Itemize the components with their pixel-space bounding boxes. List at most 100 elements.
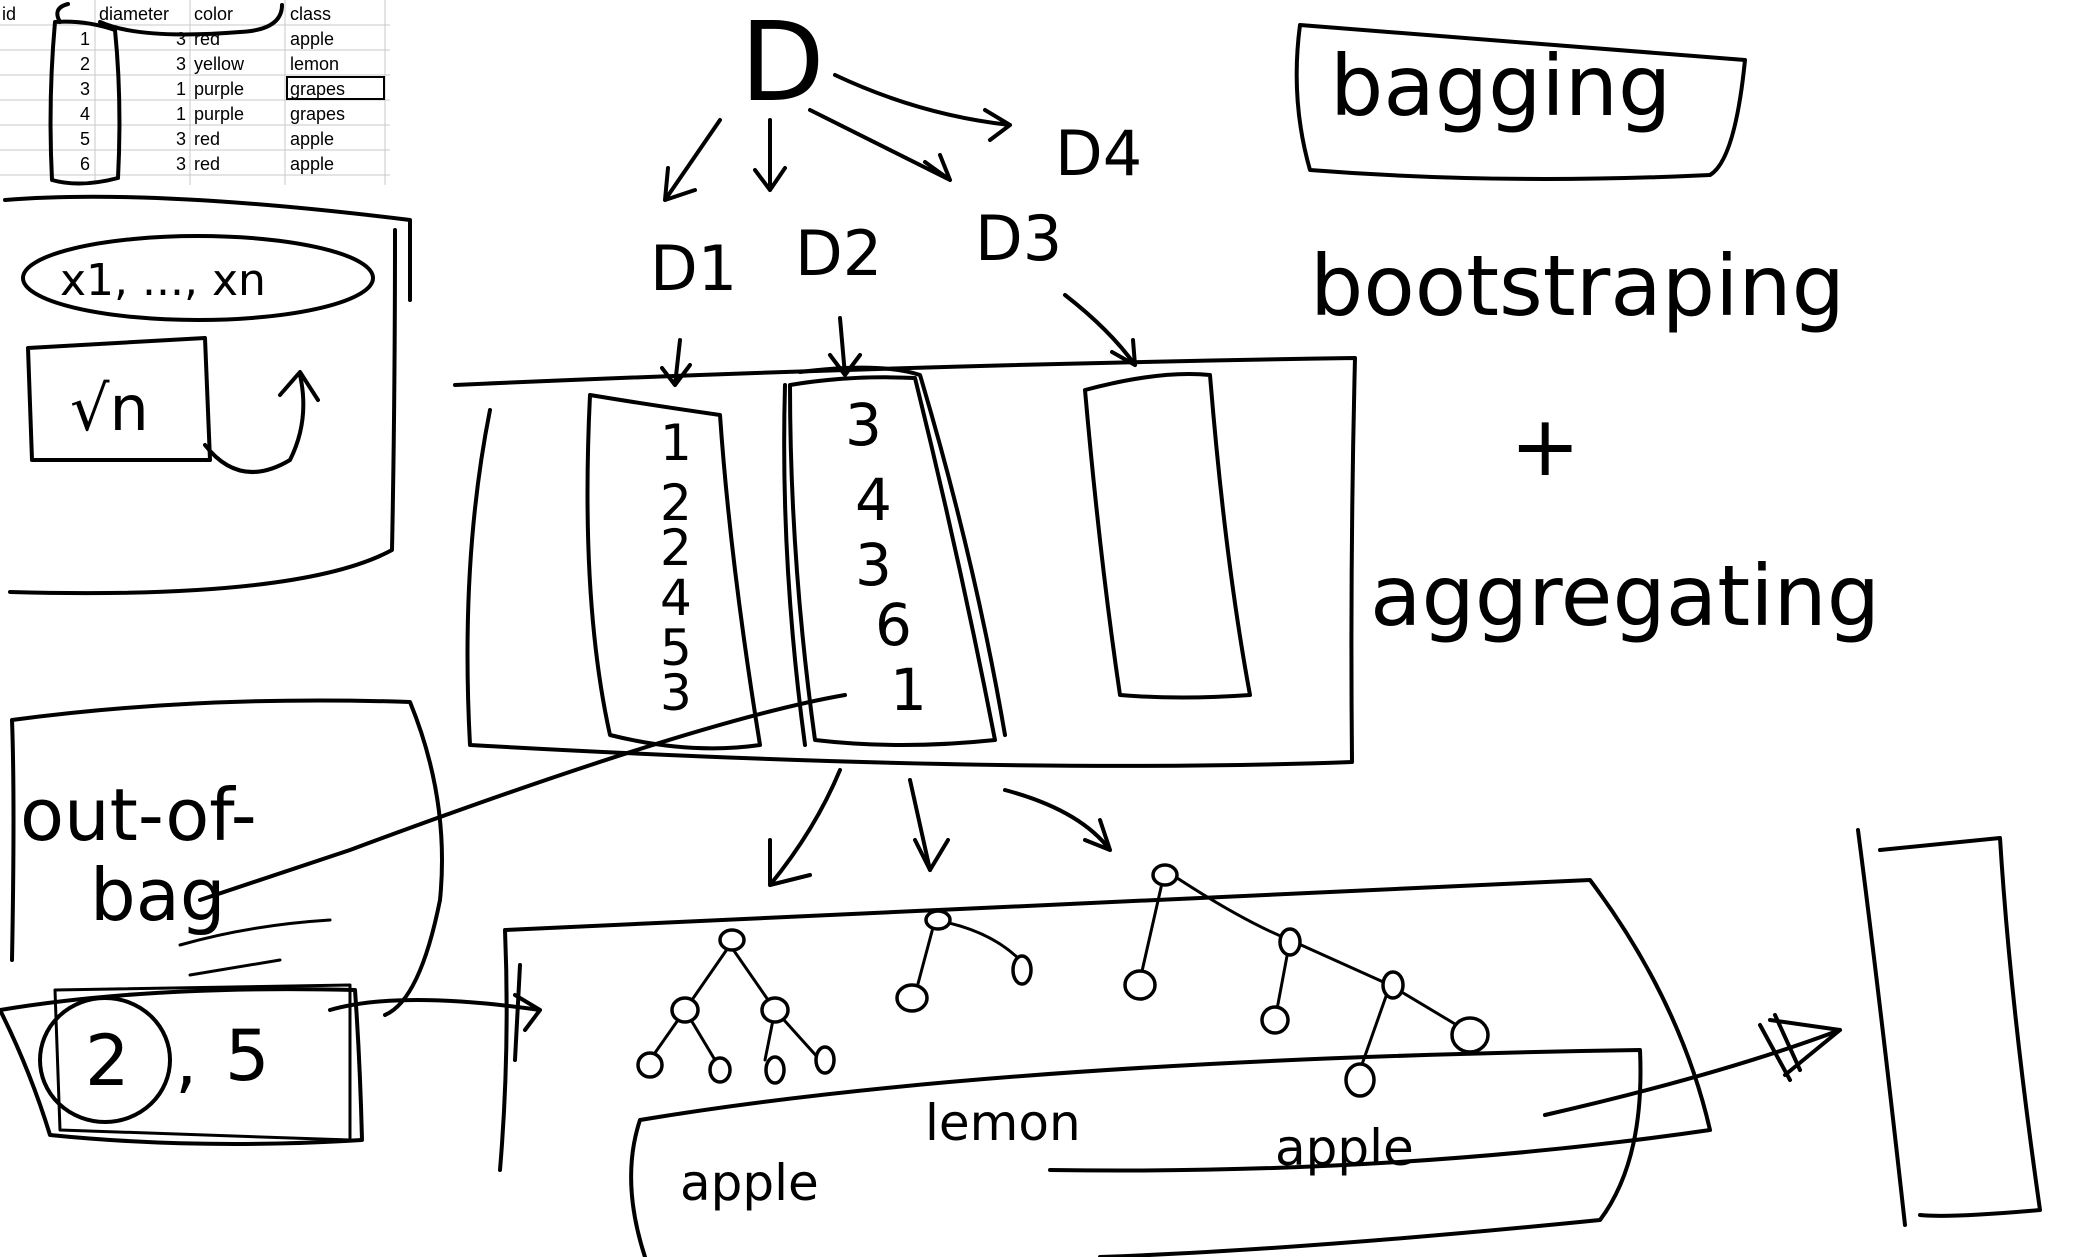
id-column-highlight: [48, 19, 122, 186]
tree-node: [708, 1056, 732, 1084]
cell-diameter: 3: [176, 54, 186, 74]
sample-id: 2: [660, 519, 692, 577]
header-diameter: diameter: [99, 4, 169, 24]
subset-d4-label: D4: [1055, 117, 1142, 190]
cell-class: apple: [290, 29, 334, 49]
prediction-label: apple: [1275, 1119, 1414, 1177]
subset-d3-label: D3: [975, 202, 1062, 275]
cell-color: purple: [194, 104, 244, 124]
bootstraping-label: bootstraping: [1310, 237, 1845, 335]
cell-color: yellow: [194, 54, 245, 74]
forest-container: [498, 878, 1712, 1173]
prediction-label: apple: [680, 1154, 819, 1212]
tree-node: [1381, 970, 1405, 1000]
dataset-tree: D D1 D2 D3 D4: [650, 0, 1142, 387]
sample-id: 5: [660, 619, 692, 677]
arrow-down-middle: [908, 778, 950, 872]
repeat-arrow: [203, 370, 320, 474]
tree-node: [1260, 1005, 1290, 1035]
cell-id: 6: [80, 154, 90, 174]
arrow-to-d1: [663, 118, 722, 202]
arrow-to-d2: [753, 118, 787, 192]
decision-tree: [895, 909, 1033, 1013]
arrow-d3-down: [1063, 293, 1137, 367]
spreadsheet-grid: [0, 0, 390, 185]
arrow-to-d3: [808, 108, 952, 182]
sample-id: 1: [660, 414, 692, 472]
cell-id: 1: [80, 29, 90, 49]
tree-node: [1450, 1016, 1490, 1054]
bootstrap-samples: 1 2 2 4 5 3 3 4 3 6 1: [453, 356, 1357, 887]
sample-d2-ids: 3 4 3 6 1: [845, 391, 927, 724]
bagging-box: [1294, 23, 1747, 181]
tree-node: [718, 928, 746, 952]
prediction-label: lemon: [925, 1094, 1081, 1152]
arrow-to-d4: [833, 73, 1012, 142]
feature-sampling-box: x1, ..., xn √n: [3, 194, 412, 596]
table-row: 4 1 purple grapes: [80, 104, 345, 124]
arrow-down-left: [768, 768, 842, 887]
header-highlight: [55, 2, 284, 37]
cell-diameter: 3: [176, 129, 186, 149]
samples-container: [453, 356, 1357, 768]
dataset-root-label: D: [740, 0, 825, 126]
tree-node: [814, 1045, 836, 1075]
sample-id: 1: [890, 656, 927, 724]
oob-ids-box: [0, 987, 364, 1146]
result-box: [1856, 828, 2042, 1227]
tree-node: [760, 996, 790, 1024]
tree-node: [1151, 863, 1179, 887]
decision-tree: [636, 928, 836, 1085]
sample-id: 3: [660, 664, 692, 722]
spreadsheet: id diameter color class 1 3 red apple 2 …: [0, 0, 390, 186]
tree-node: [924, 909, 952, 931]
cell-color: red: [194, 129, 220, 149]
oob-id-circle: [38, 996, 172, 1124]
oob-id: 5: [225, 1015, 270, 1097]
oob-title-line1: out-of-: [20, 773, 257, 857]
table-row: 6 3 red apple: [80, 154, 334, 174]
tree-edges: [913, 918, 1022, 997]
oob-outline: [10, 698, 444, 1017]
sqrt-box: [26, 336, 212, 462]
cell-diameter: 3: [176, 154, 186, 174]
cell-id: 2: [80, 54, 90, 74]
tree-node: [1344, 1062, 1376, 1098]
table-row: 2 3 yellow lemon: [80, 54, 339, 74]
cell-diameter: 1: [176, 104, 186, 124]
tree-node: [764, 1055, 786, 1085]
out-of-bag-section: out-of- bag 2 , 5: [0, 693, 847, 1146]
aggregate-arrow: [1543, 1013, 1842, 1117]
header-color: color: [194, 4, 233, 24]
sample-d2-box-alt: [782, 365, 1007, 747]
cell-color: purple: [194, 79, 244, 99]
oob-ids-box-inner: [53, 983, 352, 1142]
sample-id: 3: [855, 531, 892, 599]
oob-id: 2: [85, 1020, 130, 1102]
terms: bagging bootstraping + aggregating: [1294, 23, 1880, 645]
bagging-label: bagging: [1330, 37, 1671, 135]
sample-id: 4: [660, 569, 692, 627]
oob-separator: ,: [175, 1020, 197, 1102]
subset-d1-label: D1: [650, 232, 737, 305]
sample-d1-box: [585, 393, 762, 751]
spreadsheet-header-row: id diameter color class: [2, 4, 331, 24]
cell-diameter: 1: [176, 79, 186, 99]
plus-label: +: [1510, 397, 1580, 495]
tree-node: [895, 983, 929, 1013]
table-row: 5 3 red apple: [80, 129, 334, 149]
spreadsheet-rows: 1 3 red apple 2 3 yellow lemon 3 1 purpl…: [80, 29, 345, 174]
aggregation-result: [1543, 828, 2042, 1227]
tree-edges: [1138, 868, 1467, 1072]
sample-d1-ids: 1 2 2 4 5 3: [660, 414, 692, 722]
tree-edges: [648, 943, 822, 1062]
sample-id: 3: [845, 391, 882, 459]
oob-link-arrow: [198, 693, 847, 902]
sample-id: 2: [660, 474, 692, 532]
sample-id: 4: [855, 466, 892, 534]
tree-node: [1278, 927, 1302, 957]
cell-id: 4: [80, 104, 90, 124]
tree-node: [1123, 969, 1157, 1001]
header-id: id: [2, 4, 16, 24]
